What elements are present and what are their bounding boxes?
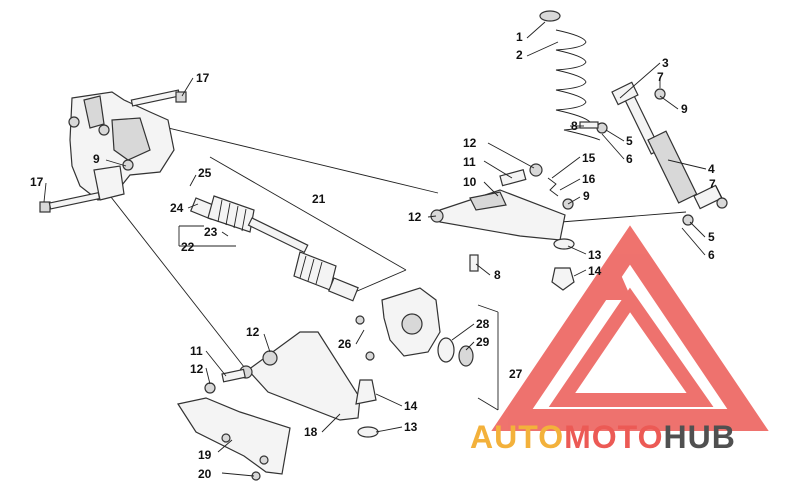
callout-28: 28 [476, 317, 490, 331]
callout-13b: 13 [404, 420, 418, 434]
callout-4: 4 [708, 162, 715, 176]
callout-13a: 13 [588, 248, 602, 262]
callout-8b: 8 [494, 268, 501, 282]
callout-5b: 5 [708, 230, 715, 244]
coil-spring [539, 10, 601, 141]
callout-9a: 9 [681, 102, 688, 116]
callout-27: 27 [509, 367, 523, 381]
callout-7b: 7 [709, 177, 716, 191]
steering-knuckle [355, 287, 474, 367]
drive-shaft [189, 195, 359, 302]
callout-12d: 12 [190, 362, 204, 376]
callout-12b: 12 [408, 210, 422, 224]
callout-24: 24 [170, 201, 184, 215]
callout-6b: 6 [708, 248, 715, 262]
callout-6a: 6 [626, 152, 633, 166]
callout-16: 16 [582, 172, 596, 186]
bolt-17-lower [39, 191, 101, 213]
watermark-auto: AUTO [470, 419, 564, 455]
callout-11b: 11 [190, 344, 203, 358]
upper-a-arm [430, 121, 599, 291]
callout-21: 21 [312, 192, 326, 206]
callout-7a: 7 [657, 70, 664, 84]
callout-19: 19 [198, 448, 212, 462]
callout-9c: 9 [583, 189, 590, 203]
callout-labels: 1 2 3 4 5 5 6 6 7 7 8 8 9 9 9 10 11 11 [30, 21, 723, 481]
watermark-text: AUTOMOTOHUB [470, 419, 736, 455]
leader-lines [99, 125, 687, 411]
shock-absorber [596, 81, 728, 226]
callout-22: 22 [181, 240, 195, 254]
watermark-moto: MOTO [564, 419, 663, 455]
callout-23: 23 [204, 225, 218, 239]
callout-9b: 9 [93, 152, 100, 166]
callout-11a: 11 [463, 155, 476, 169]
callout-12c: 12 [246, 325, 260, 339]
callout-10: 10 [463, 175, 477, 189]
callout-14a: 14 [588, 264, 602, 278]
callout-2: 2 [516, 48, 523, 62]
callout-1: 1 [516, 30, 523, 44]
callout-12a: 12 [463, 136, 477, 150]
callout-26: 26 [338, 337, 352, 351]
callout-17a: 17 [196, 71, 210, 85]
callout-29: 29 [476, 335, 490, 349]
callout-17b: 17 [30, 175, 44, 189]
callout-5a: 5 [626, 134, 633, 148]
watermark-logo [491, 225, 769, 431]
bolt-17-upper [130, 89, 187, 107]
watermark-hub: HUB [663, 419, 735, 455]
frame-bracket [68, 91, 175, 201]
svg-text:AUTOMOTOHUB: AUTOMOTOHUB [470, 419, 736, 455]
callout-8a: 8 [571, 119, 578, 133]
callout-15: 15 [582, 151, 596, 165]
callout-25: 25 [198, 166, 212, 180]
skid-guard [177, 397, 291, 481]
lower-a-arm [204, 331, 379, 438]
callout-3: 3 [662, 56, 669, 70]
callout-20: 20 [198, 467, 212, 481]
callout-14b: 14 [404, 399, 418, 413]
callout-18: 18 [304, 425, 318, 439]
